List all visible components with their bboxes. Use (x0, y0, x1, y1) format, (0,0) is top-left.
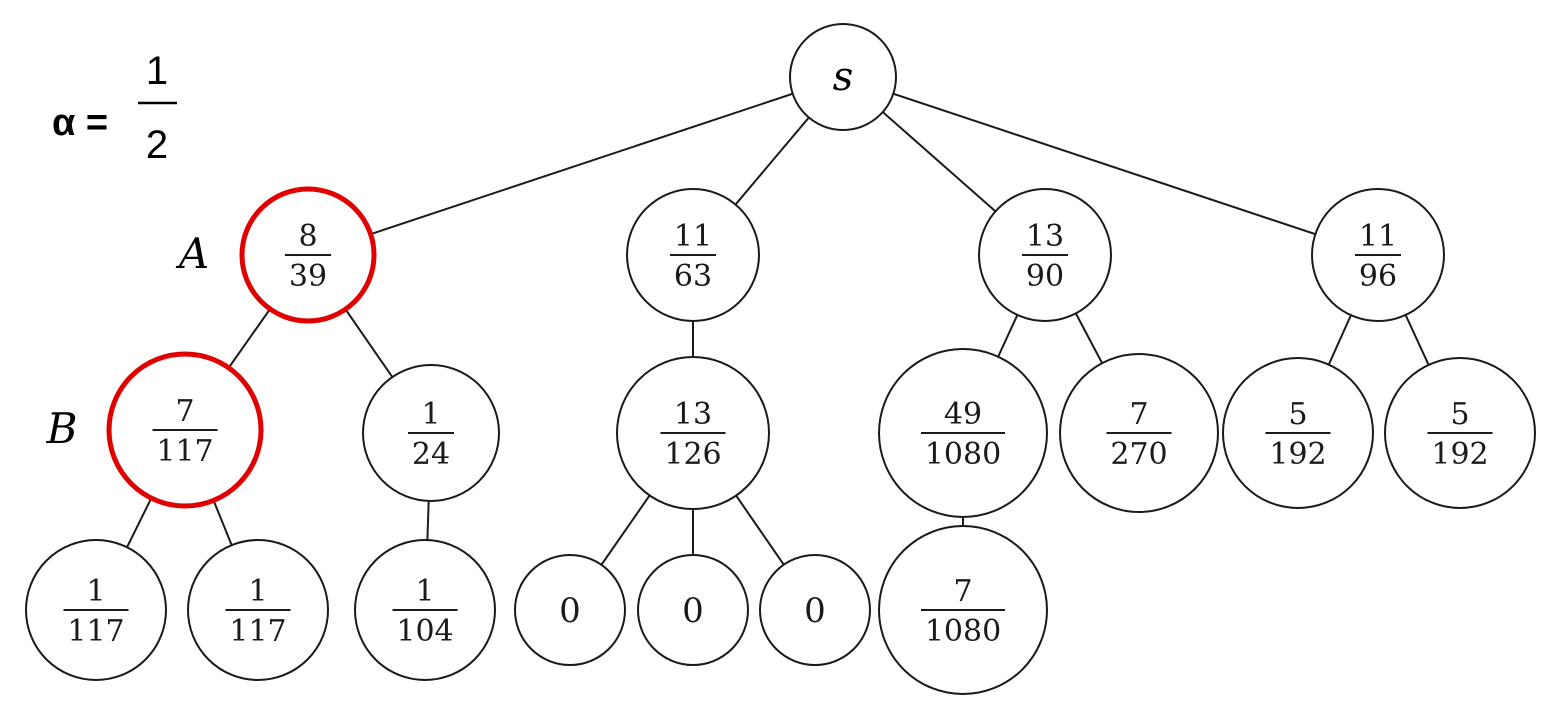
node-denominator: 1080 (925, 437, 1001, 472)
node-numerator: 1 (248, 574, 267, 609)
tree-node: 124 (362, 364, 500, 502)
node-circle (789, 23, 897, 131)
node-denominator: 117 (156, 434, 213, 469)
node-numerator: 13 (1026, 219, 1064, 254)
node-denominator: 192 (1269, 437, 1326, 472)
node-numerator: 49 (944, 397, 982, 432)
tree-nodes: s839116313901196711712413126491080727051… (25, 23, 1536, 695)
root-label: s (833, 54, 854, 100)
node-denominator: 24 (412, 437, 450, 472)
alpha-numerator: 1 (146, 49, 168, 93)
node-numerator: 13 (674, 397, 712, 432)
alpha-denominator: 2 (146, 123, 168, 167)
node-circle (514, 554, 626, 666)
node-numerator: 11 (1359, 219, 1397, 254)
node-value: 0 (682, 591, 704, 631)
node-denominator: 96 (1359, 259, 1397, 294)
tree-node: 7 1080 (878, 525, 1048, 695)
tree-edge (307, 76, 844, 256)
node-circle (637, 554, 749, 666)
node-denominator: 192 (1431, 437, 1488, 472)
node-numerator: 1 (421, 397, 440, 432)
node-numerator: 5 (1288, 397, 1307, 432)
tree-node: 0 (637, 554, 749, 666)
tree-node: 839 (239, 186, 377, 324)
node-numerator: 7 (175, 394, 194, 429)
label-b: B (46, 404, 78, 453)
label-a: A (175, 229, 209, 278)
node-value: 0 (804, 591, 826, 631)
node-numerator: 1 (86, 574, 105, 609)
alpha-label: α = (52, 102, 108, 144)
tree-edges (95, 76, 1461, 611)
node-numerator: 1 (415, 574, 434, 609)
tree-node: 0 (514, 554, 626, 666)
tree-node: s (789, 23, 897, 131)
node-numerator: 11 (674, 219, 712, 254)
tree-node: 49 1080 (878, 348, 1048, 518)
node-denominator: 126 (664, 437, 721, 472)
node-numerator: 7 (953, 574, 972, 609)
node-denominator: 270 (1110, 437, 1167, 472)
node-numerator: 8 (298, 219, 317, 254)
node-denominator: 90 (1026, 259, 1064, 294)
node-denominator: 63 (674, 259, 712, 294)
node-denominator: 104 (396, 614, 453, 649)
tree-edge (842, 76, 1379, 256)
node-numerator: 7 (1129, 397, 1148, 432)
node-circle (759, 554, 871, 666)
node-numerator: 5 (1450, 397, 1469, 432)
node-value: 0 (559, 591, 581, 631)
alpha-annotation: α = 1 2 (52, 49, 177, 167)
node-denominator: 117 (229, 614, 286, 649)
node-denominator: 1080 (925, 614, 1001, 649)
node-denominator: 39 (289, 259, 327, 294)
node-denominator: 117 (67, 614, 124, 649)
tree-node: 0 (759, 554, 871, 666)
